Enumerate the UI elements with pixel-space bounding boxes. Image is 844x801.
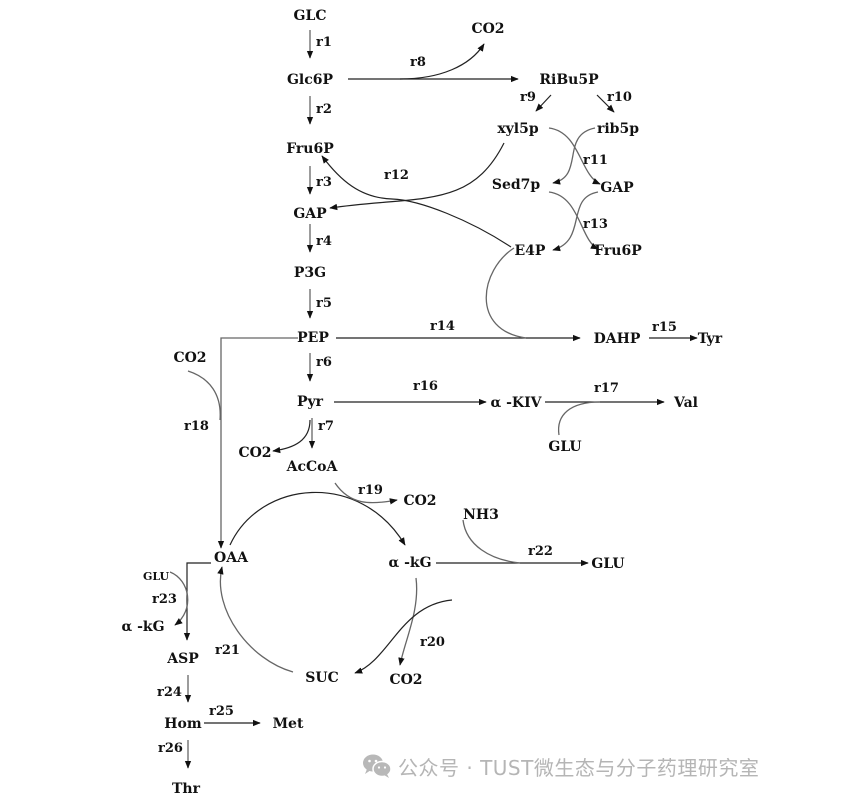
node-met: Met xyxy=(273,716,304,732)
edge-r8-co2 xyxy=(399,43,485,80)
edge-r10 xyxy=(596,94,615,113)
edge-r23-glu xyxy=(169,571,189,626)
label-r19: r19 xyxy=(358,483,383,498)
label-r15: r15 xyxy=(652,320,677,335)
edge-r18-co2 xyxy=(187,370,221,421)
label-r7: r7 xyxy=(318,419,334,434)
edge-r20-co2 xyxy=(398,577,418,666)
label-r23: r23 xyxy=(152,592,177,607)
edge-r21 xyxy=(217,566,294,673)
edge-r9 xyxy=(535,94,552,112)
node-glu-r22: GLU xyxy=(591,556,624,572)
node-akg-r23: α -kG xyxy=(121,619,164,635)
node-xyl5p: xyl5p xyxy=(497,121,539,137)
edge-r11-a xyxy=(548,127,601,185)
edge-r20 xyxy=(354,599,453,674)
node-fru6p-ppp: Fru6P xyxy=(594,243,642,259)
edge-r14-e4p xyxy=(485,247,527,339)
node-rib5p: rib5p xyxy=(597,121,639,137)
wechat-icon xyxy=(362,753,392,779)
edge-r19-accoa xyxy=(334,482,398,505)
edge-r12-to-fru6p xyxy=(321,155,512,248)
node-dahp: DAHP xyxy=(594,331,641,347)
node-co2-r7: CO2 xyxy=(238,445,271,461)
node-gap-ppp: GAP xyxy=(600,180,634,196)
node-co2-r20: CO2 xyxy=(389,672,422,688)
edge-r7-co2 xyxy=(272,419,311,454)
watermark-text: 公众号 · TUST微生态与分子药理研究室 xyxy=(398,755,760,780)
label-r8: r8 xyxy=(410,55,426,70)
node-tyr: Tyr xyxy=(698,331,723,347)
node-suc: SUC xyxy=(305,670,338,686)
node-asp: ASP xyxy=(166,651,199,667)
node-hom: Hom xyxy=(164,716,202,732)
label-r18: r18 xyxy=(184,419,209,434)
edge-r13-a xyxy=(548,191,599,250)
node-fru6p: Fru6P xyxy=(286,141,334,157)
node-akiv: α -KIV xyxy=(490,395,542,411)
label-r9: r9 xyxy=(520,90,536,105)
label-r24: r24 xyxy=(157,685,182,700)
label-r25: r25 xyxy=(209,704,234,719)
node-pyr: Pyr xyxy=(297,394,324,410)
label-r20: r20 xyxy=(420,635,445,650)
node-val: Val xyxy=(673,395,698,411)
label-r12: r12 xyxy=(384,168,409,183)
node-accoa: AcCoA xyxy=(286,459,339,475)
watermark: 公众号 · TUST微生态与分子药理研究室 xyxy=(362,752,759,780)
label-r10: r10 xyxy=(607,90,632,105)
edge-r13-b xyxy=(552,191,599,252)
node-glc: GLC xyxy=(294,8,327,24)
node-pep: PEP xyxy=(297,330,329,346)
edge-r12-to-gap xyxy=(329,142,505,211)
edge-r17-glu xyxy=(557,401,601,436)
label-r21: r21 xyxy=(215,643,240,658)
edge-r23 xyxy=(183,562,211,641)
label-r6: r6 xyxy=(316,355,332,370)
node-glu-r17: GLU xyxy=(548,439,581,455)
edge-r11-b xyxy=(552,127,596,185)
label-r1: r1 xyxy=(316,35,332,50)
node-oaa: OAA xyxy=(214,550,249,566)
label-r11: r11 xyxy=(583,153,608,168)
node-sed7p: Sed7p xyxy=(492,177,541,193)
node-ribu5p: RiBu5P xyxy=(539,72,599,88)
label-r26: r26 xyxy=(158,741,183,756)
node-glc6p: Glc6P xyxy=(287,72,334,88)
node-co2-r18: CO2 xyxy=(173,350,206,366)
node-p3g: P3G xyxy=(294,265,326,281)
node-thr: Thr xyxy=(172,781,201,797)
label-r4: r4 xyxy=(316,234,332,249)
label-r22: r22 xyxy=(528,544,553,559)
label-r17: r17 xyxy=(594,381,619,396)
label-r16: r16 xyxy=(413,379,438,394)
label-r13: r13 xyxy=(583,217,608,232)
edge-r19 xyxy=(229,491,406,546)
node-glu-r23: GLU xyxy=(143,570,170,583)
node-co2-r19: CO2 xyxy=(403,493,436,509)
edge-r18 xyxy=(217,337,298,549)
label-r3: r3 xyxy=(316,175,332,190)
node-nh3: NH3 xyxy=(463,507,499,523)
label-r2: r2 xyxy=(316,102,332,117)
node-co2-r8: CO2 xyxy=(471,21,504,37)
edge-r22-nh3 xyxy=(462,519,521,564)
label-r5: r5 xyxy=(316,296,332,311)
node-gap: GAP xyxy=(293,206,327,222)
node-e4p: E4P xyxy=(515,243,546,259)
node-akg: α -kG xyxy=(388,555,431,571)
label-r14: r14 xyxy=(430,319,455,334)
